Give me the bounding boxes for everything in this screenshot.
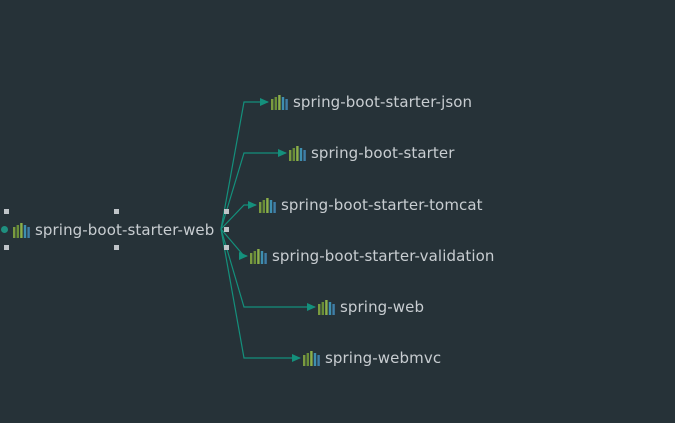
dependency-node-label: spring-webmvc	[325, 349, 442, 367]
dependency-node[interactable]: spring-boot-starter-validation	[249, 245, 495, 267]
dependency-edge	[220, 228, 248, 260]
library-bars-icon	[13, 222, 30, 238]
dependency-edge	[220, 98, 269, 230]
selection-handle-bottom-left[interactable]	[4, 245, 9, 250]
root-node-label: spring-boot-starter-web	[35, 221, 215, 239]
dependency-node-label: spring-web	[340, 298, 425, 316]
root-port[interactable]	[1, 226, 8, 233]
dependency-edge	[220, 149, 287, 230]
dependency-edge	[220, 228, 316, 311]
library-bars-icon	[271, 94, 288, 110]
dependency-node-label: spring-boot-starter-validation	[272, 247, 495, 265]
dependency-node[interactable]: spring-boot-starter-json	[270, 91, 472, 113]
dependency-node-label: spring-boot-starter-json	[293, 93, 473, 111]
dependency-node[interactable]: spring-web	[317, 296, 424, 318]
root-node[interactable]: spring-boot-starter-web	[12, 219, 214, 241]
dependency-node[interactable]: spring-boot-starter-tomcat	[258, 194, 483, 216]
library-bars-icon	[250, 248, 267, 264]
library-bars-icon	[259, 197, 276, 213]
dependency-node[interactable]: spring-boot-starter	[288, 142, 455, 164]
dependency-node[interactable]: spring-webmvc	[302, 347, 441, 369]
dependency-edge	[220, 201, 257, 230]
selection-handle-bottom-right[interactable]	[114, 245, 119, 250]
selection-handle-top-right[interactable]	[114, 209, 119, 214]
dependency-node-label: spring-boot-starter	[311, 144, 455, 162]
selection-handle-right-bottom[interactable]	[224, 245, 229, 250]
dependency-node-label: spring-boot-starter-tomcat	[281, 196, 483, 214]
library-bars-icon	[318, 299, 335, 315]
selection-handle-top-left[interactable]	[4, 209, 9, 214]
library-bars-icon	[303, 350, 320, 366]
dependency-edge	[220, 228, 301, 362]
selection-handle-right-middle[interactable]	[224, 227, 229, 232]
selection-handle-right-top[interactable]	[224, 209, 229, 214]
library-bars-icon	[289, 145, 306, 161]
